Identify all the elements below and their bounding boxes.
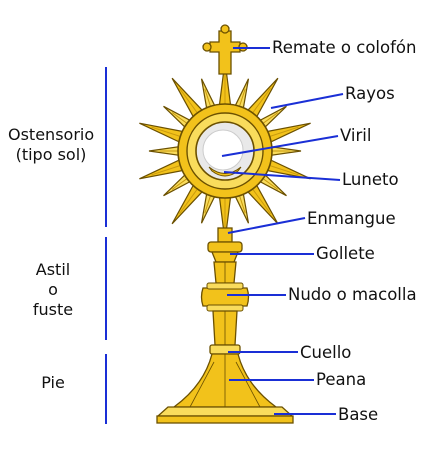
label-gollete: Gollete: [316, 244, 375, 263]
base-top: [156, 406, 294, 417]
label-viril: Viril: [340, 126, 372, 145]
enmangue-part: [217, 227, 233, 243]
label-cuello: Cuello: [300, 343, 352, 362]
host: [202, 129, 244, 171]
group-astil-line1: Astil: [35, 260, 71, 279]
nudo-top-band: [206, 282, 244, 290]
leader-lines: [221, 47, 344, 415]
group-pie: Pie: [28, 373, 78, 393]
luneto-crescent: [208, 166, 242, 177]
group-ostensorio-line1: Ostensorio: [8, 125, 95, 144]
group-pie-line1: Pie: [41, 373, 65, 392]
group-ostensorio: Ostensorio (tipo sol): [8, 125, 94, 165]
leader-luneto: [223, 171, 341, 181]
label-peana: Peana: [316, 370, 367, 389]
label-luneto: Luneto: [342, 170, 399, 189]
base-part: [156, 415, 294, 424]
group-astil-line2: o: [48, 280, 58, 299]
group-ostensorio-line2: (tipo sol): [15, 145, 87, 164]
bracket-ostensorio: [105, 67, 107, 227]
bracket-astil: [105, 237, 107, 340]
bracket-pie: [105, 354, 107, 424]
label-enmangue: Enmangue: [307, 209, 396, 228]
leader-viril: [221, 135, 339, 157]
nudo-knot: [200, 287, 250, 307]
cross-remate: [202, 24, 248, 75]
group-astil: Astil o fuste: [18, 260, 88, 320]
label-rayos: Rayos: [345, 84, 395, 103]
leader-rayos: [270, 93, 344, 109]
label-remate: Remate o colofón: [272, 38, 417, 57]
group-astil-line3: fuste: [32, 300, 74, 319]
gollete-part: [207, 241, 243, 253]
label-base: Base: [338, 405, 379, 424]
label-nudo: Nudo o macolla: [288, 285, 417, 304]
leader-enmangue: [227, 217, 306, 234]
nudo-bottom-band: [206, 304, 244, 312]
